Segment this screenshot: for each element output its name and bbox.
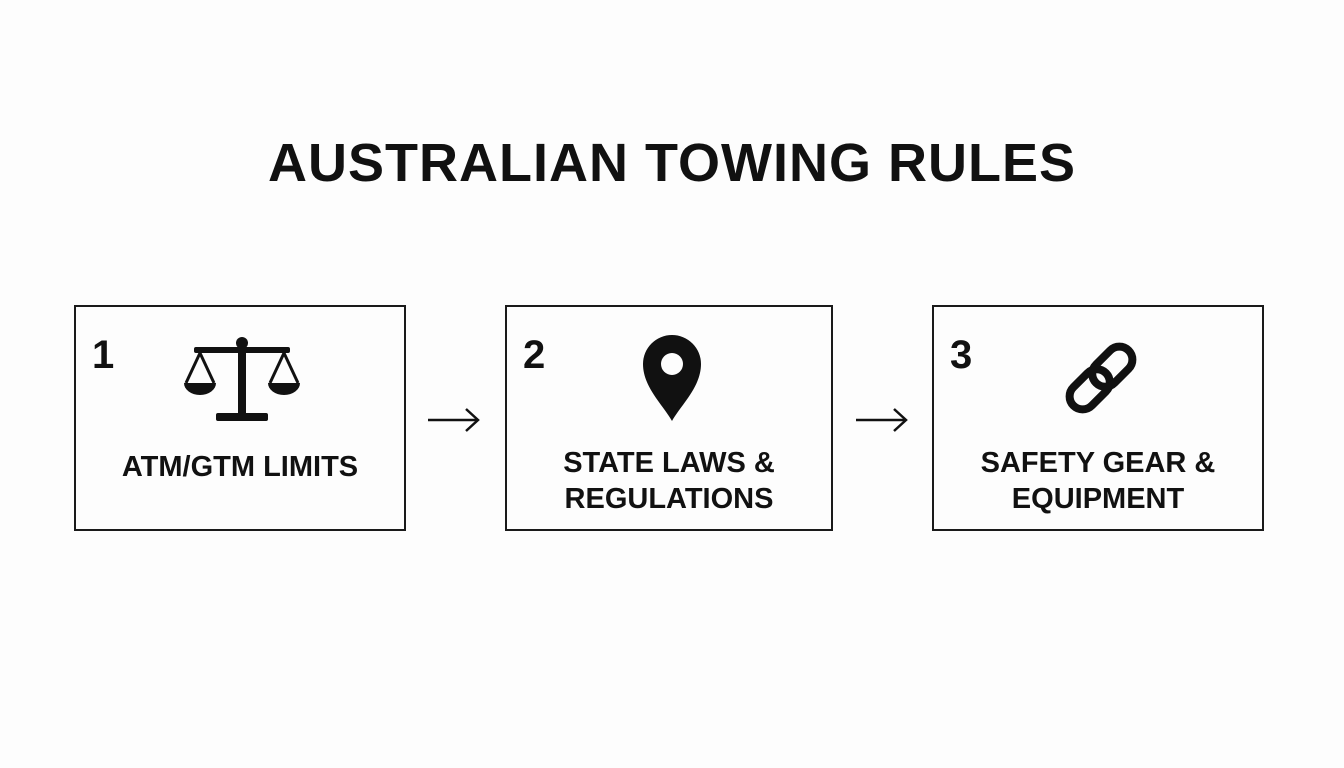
chain-link-icon: [1056, 333, 1146, 428]
step-label-line: ATM/GTM LIMITS: [121, 451, 359, 483]
step-number: 3: [950, 333, 973, 377]
step-label: STATE LAWS & REGULATIONS: [507, 445, 831, 517]
scales-icon: [180, 333, 304, 434]
step-label-line: EQUIPMENT: [1011, 483, 1185, 515]
step-label: ATM/GTM LIMITS: [76, 449, 404, 485]
arrow-right-icon: [854, 405, 910, 440]
step-number: 1: [92, 333, 115, 377]
step-box-atm-gtm-limits: 1 ATM/GTM LIMITS: [74, 305, 406, 531]
arrow-right-icon: [426, 405, 482, 440]
step-number: 2: [523, 333, 546, 377]
diagram-title: AUSTRALIAN TOWING RULES: [268, 133, 1076, 193]
step-label-line: SAFETY GEAR &: [980, 447, 1216, 479]
step-label: SAFETY GEAR & EQUIPMENT: [934, 445, 1262, 517]
step-label-line: STATE LAWS &: [563, 447, 775, 479]
step-box-safety-gear: 3 SAFETY GEAR & EQUIPMENT: [932, 305, 1264, 531]
location-pin-icon: [641, 333, 703, 428]
step-box-state-laws: 2 STATE LAWS & REGULATIONS: [505, 305, 833, 531]
step-label-line: REGULATIONS: [564, 483, 774, 515]
